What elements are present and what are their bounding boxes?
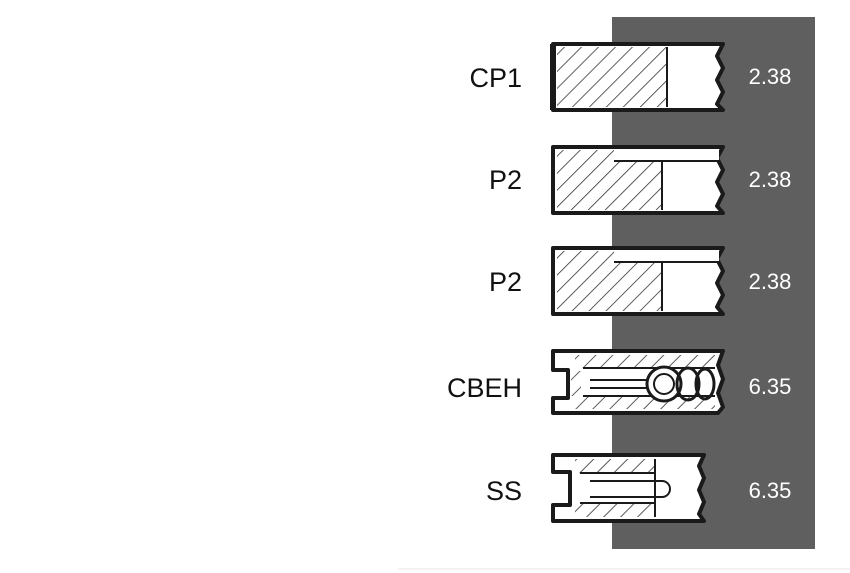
ring-value-p2-a: 2.38 [749, 167, 792, 192]
ring-section-ss [551, 453, 706, 523]
ring-label-cbeh: CBEH [447, 373, 522, 403]
ring-label-ss: SS [486, 476, 522, 506]
ring-value-p2-b: 2.38 [749, 269, 792, 294]
ring-section-p2-b [551, 246, 725, 316]
ring-section-p2-a [551, 145, 725, 215]
ring-label-cp1: CP1 [469, 63, 522, 93]
ring-section-cbeh [551, 349, 725, 415]
ring-value-ss: 6.35 [749, 478, 792, 503]
ring-label-p2-b: P2 [489, 267, 522, 297]
ring-label-p2-a: P2 [489, 165, 522, 195]
ring-value-cbeh: 6.35 [749, 374, 792, 399]
ring-value-cp1: 2.38 [749, 64, 792, 89]
ring-section-cp1 [550, 42, 725, 112]
